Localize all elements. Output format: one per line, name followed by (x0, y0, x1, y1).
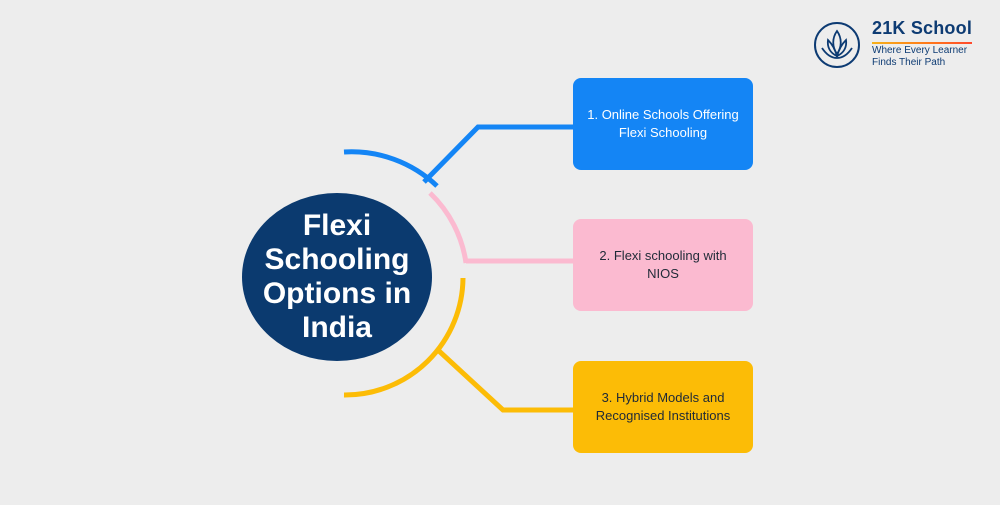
brand-tagline: Where Every Learner Finds Their Path (872, 45, 968, 68)
connector-3-arc (343, 277, 466, 398)
connector-1-line (422, 124, 573, 184)
option-card-2-label: 2. Flexi schooling with NIOS (599, 248, 727, 281)
option-card-3: 3. Hybrid Models and Recognised Institut… (573, 361, 753, 453)
center-topic-title: Flexi Schooling Options in India (262, 209, 412, 344)
option-card-1-label: 1. Online Schools Offering Flexi Schooli… (587, 107, 739, 140)
lotus-icon (814, 22, 860, 68)
option-card-1: 1. Online Schools Offering Flexi Schooli… (573, 78, 753, 170)
brand-name: 21K School (872, 18, 973, 38)
connector-2-arc (428, 191, 469, 264)
brand-logo: 21K School Where Every Learner Finds The… (812, 18, 982, 70)
brand-underline (872, 42, 972, 44)
connector-3-line (437, 349, 573, 413)
option-card-3-label: 3. Hybrid Models and Recognised Institut… (595, 390, 731, 423)
center-topic-circle: Flexi Schooling Options in India (242, 193, 432, 361)
option-card-2: 2. Flexi schooling with NIOS (573, 219, 753, 311)
